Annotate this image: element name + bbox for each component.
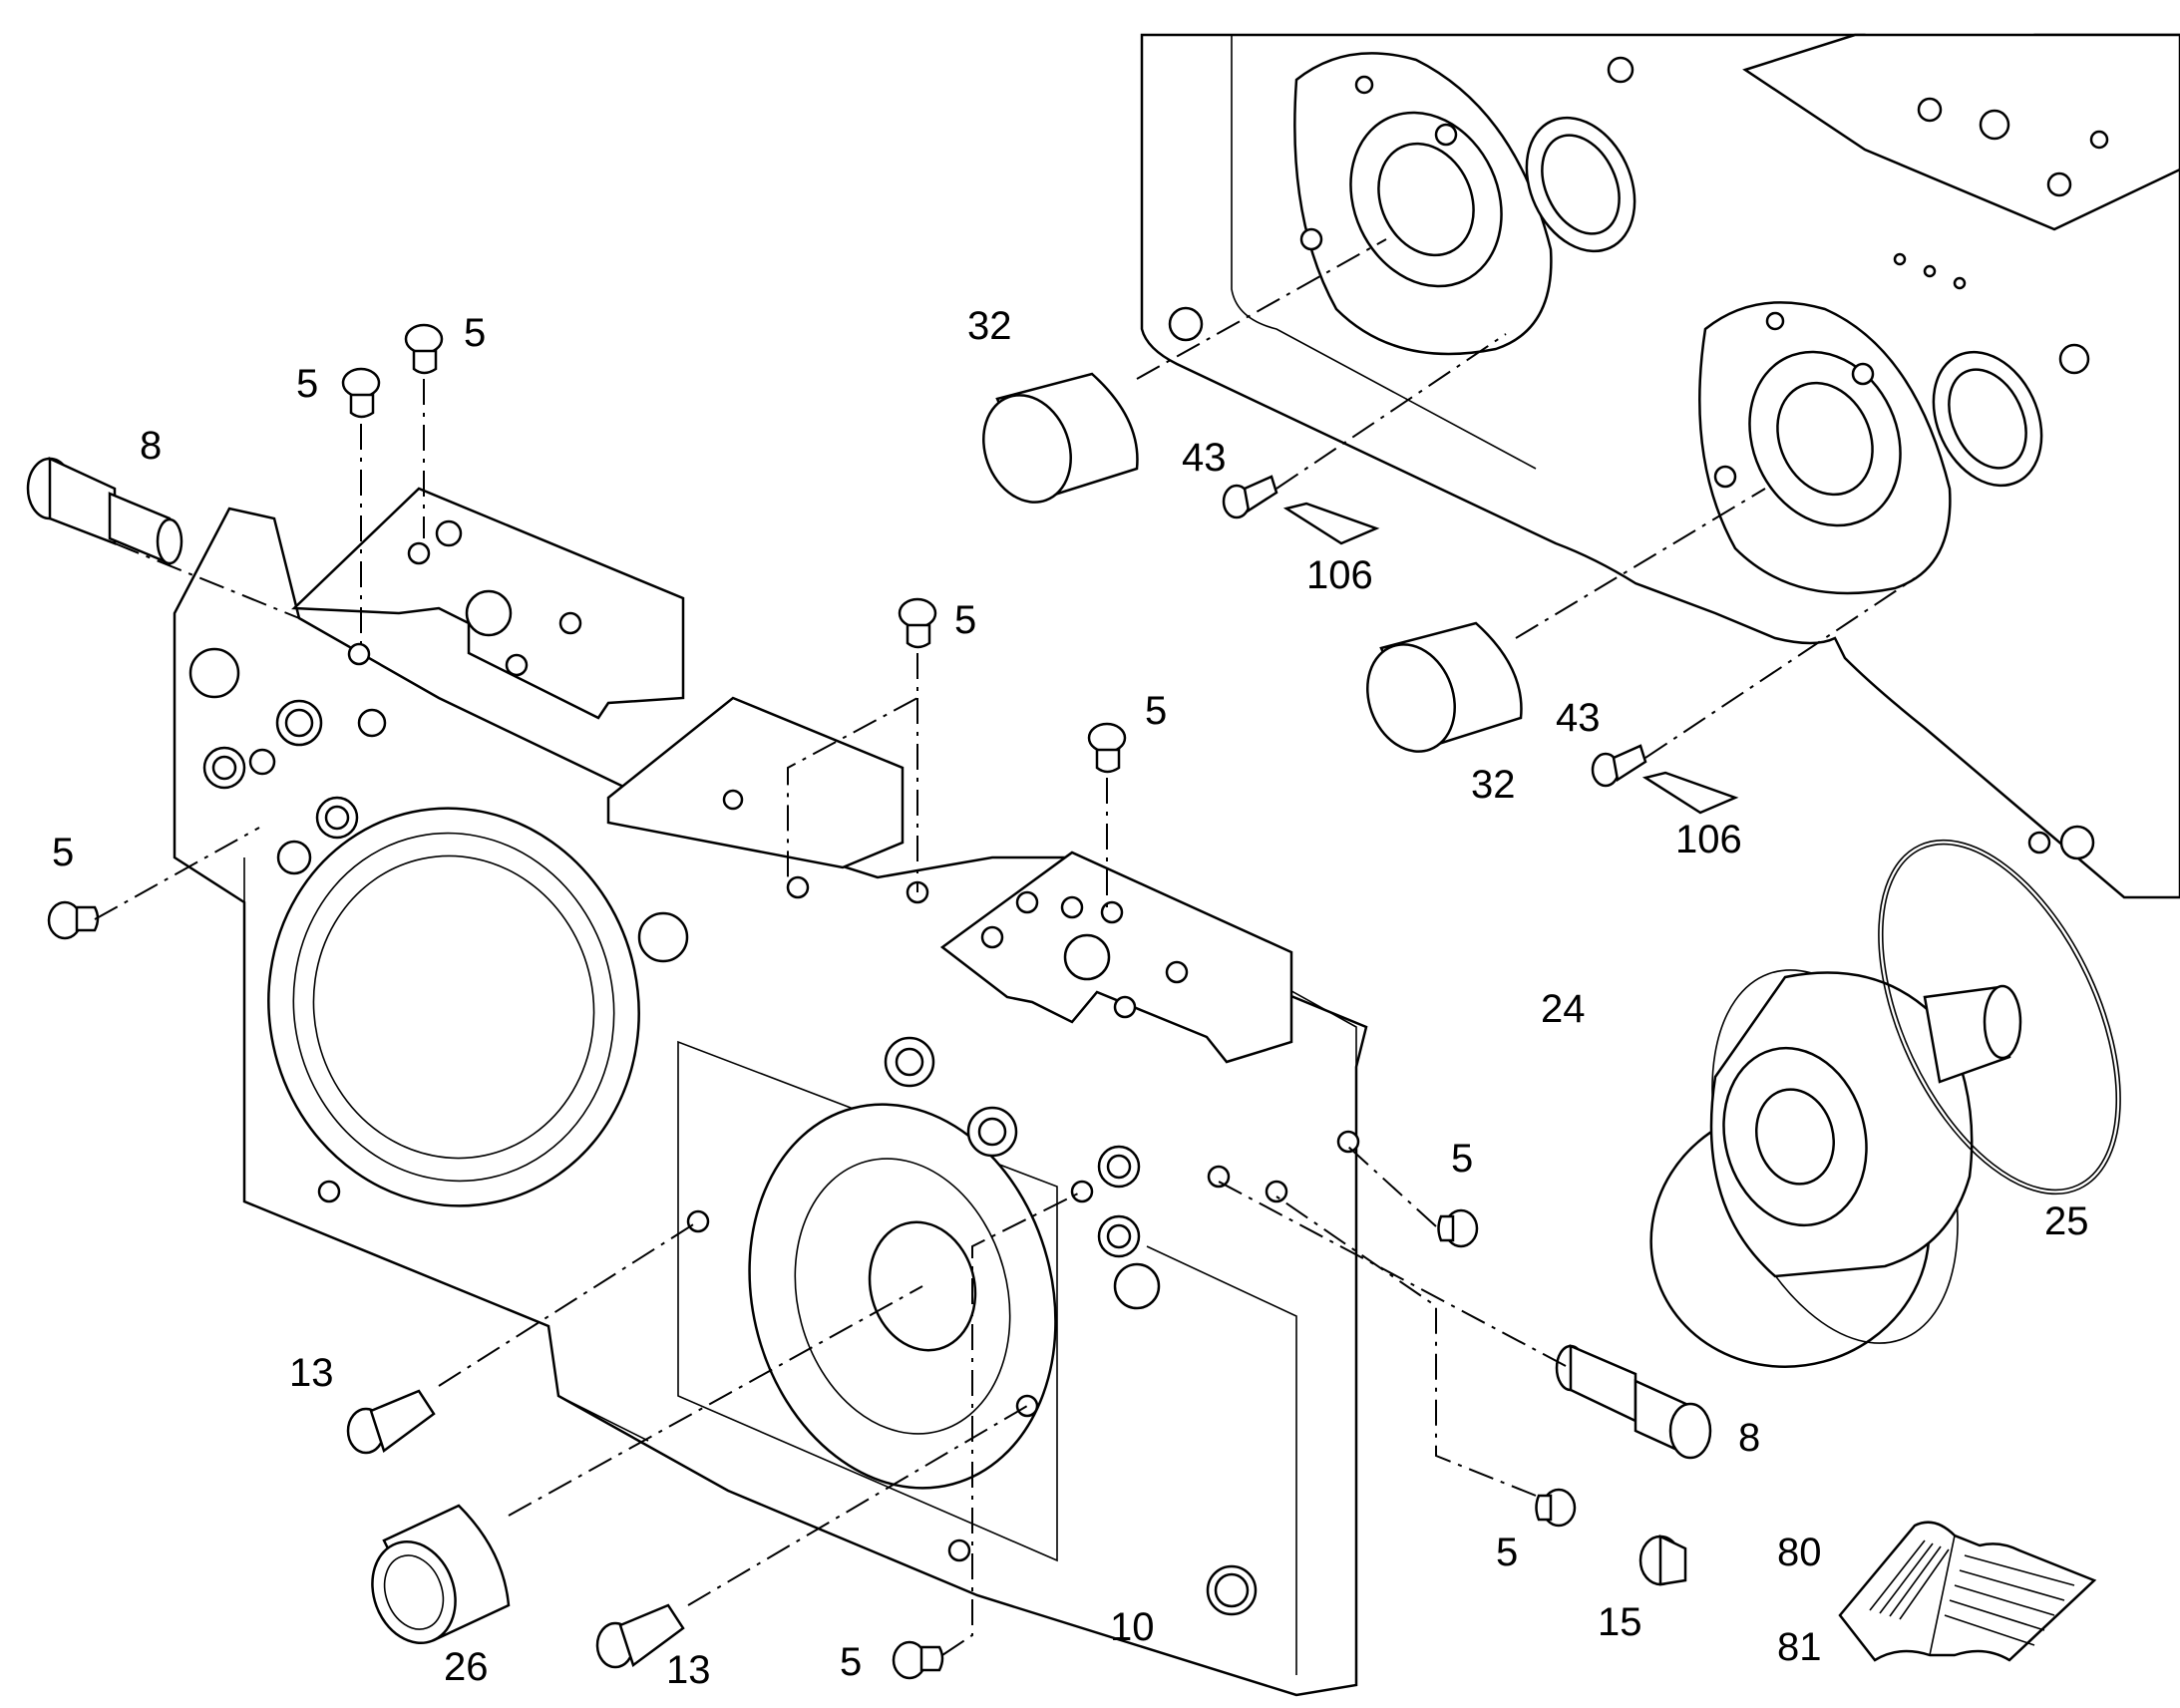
label-80: 80 [1777,1531,1822,1574]
bearing-26 [371,1504,511,1644]
plug-5-top-left [341,367,381,419]
label-13-b: 13 [666,1648,711,1692]
label-26: 26 [444,1645,489,1689]
main-housing [173,487,1368,1697]
housing-flange-upper [1293,52,1636,356]
screw-43-lower [1591,744,1647,788]
plug-5-left [47,900,100,940]
callout-labels: 5 5 8 5 32 43 106 5 5 32 43 106 24 25 5 … [52,304,2089,1692]
plug-5-right [1437,1208,1479,1248]
plug-5-center-right [1087,722,1127,774]
label-8-a: 8 [140,424,162,468]
label-5-b: 5 [296,362,318,406]
label-5-a: 5 [464,311,486,355]
manual-book-icon [1838,1521,2097,1662]
sealant-106-lower [1641,771,1739,815]
sealant-106-upper [1282,502,1380,545]
label-5-h: 5 [1496,1531,1518,1574]
cap-screw-13-lower [595,1603,685,1669]
piston-assembly [1649,969,2022,1368]
bushing-32-lower [1366,621,1523,753]
label-25: 25 [2044,1199,2089,1243]
label-5-f: 5 [1451,1137,1473,1181]
label-43-b: 43 [1556,696,1601,740]
label-10: 10 [1110,1605,1155,1649]
label-5-c: 5 [52,831,74,874]
plug-15 [1638,1535,1687,1586]
label-43-a: 43 [1182,436,1227,480]
label-8-b: 8 [1738,1416,1760,1460]
plug-5-top-right [404,323,444,375]
mating-housing [1140,33,2180,899]
housing-flange-lower [1698,301,2043,595]
label-106-b: 106 [1675,818,1742,861]
plug-5-bottom [892,1640,944,1680]
label-13-a: 13 [289,1351,334,1395]
valve-cartridge-8-left [26,457,183,565]
bushing-32-upper [982,372,1139,504]
label-32-a: 32 [967,304,1012,348]
valve-cartridge-8-right [1555,1344,1712,1460]
label-5-d: 5 [954,598,976,642]
screw-43-upper [1222,475,1278,519]
label-106-a: 106 [1306,553,1373,597]
o-ring-25 [1878,839,2121,1196]
label-15: 15 [1598,1600,1642,1644]
label-32-b: 32 [1471,763,1516,807]
label-5-e: 5 [1145,689,1167,733]
label-24: 24 [1541,987,1586,1031]
leader-lines [94,238,1916,1656]
label-81: 81 [1777,1625,1822,1669]
plug-5-center [898,597,937,649]
label-5-g: 5 [840,1640,862,1684]
cap-screw-13-upper [346,1389,436,1455]
plug-5-bottom-right [1535,1488,1577,1528]
